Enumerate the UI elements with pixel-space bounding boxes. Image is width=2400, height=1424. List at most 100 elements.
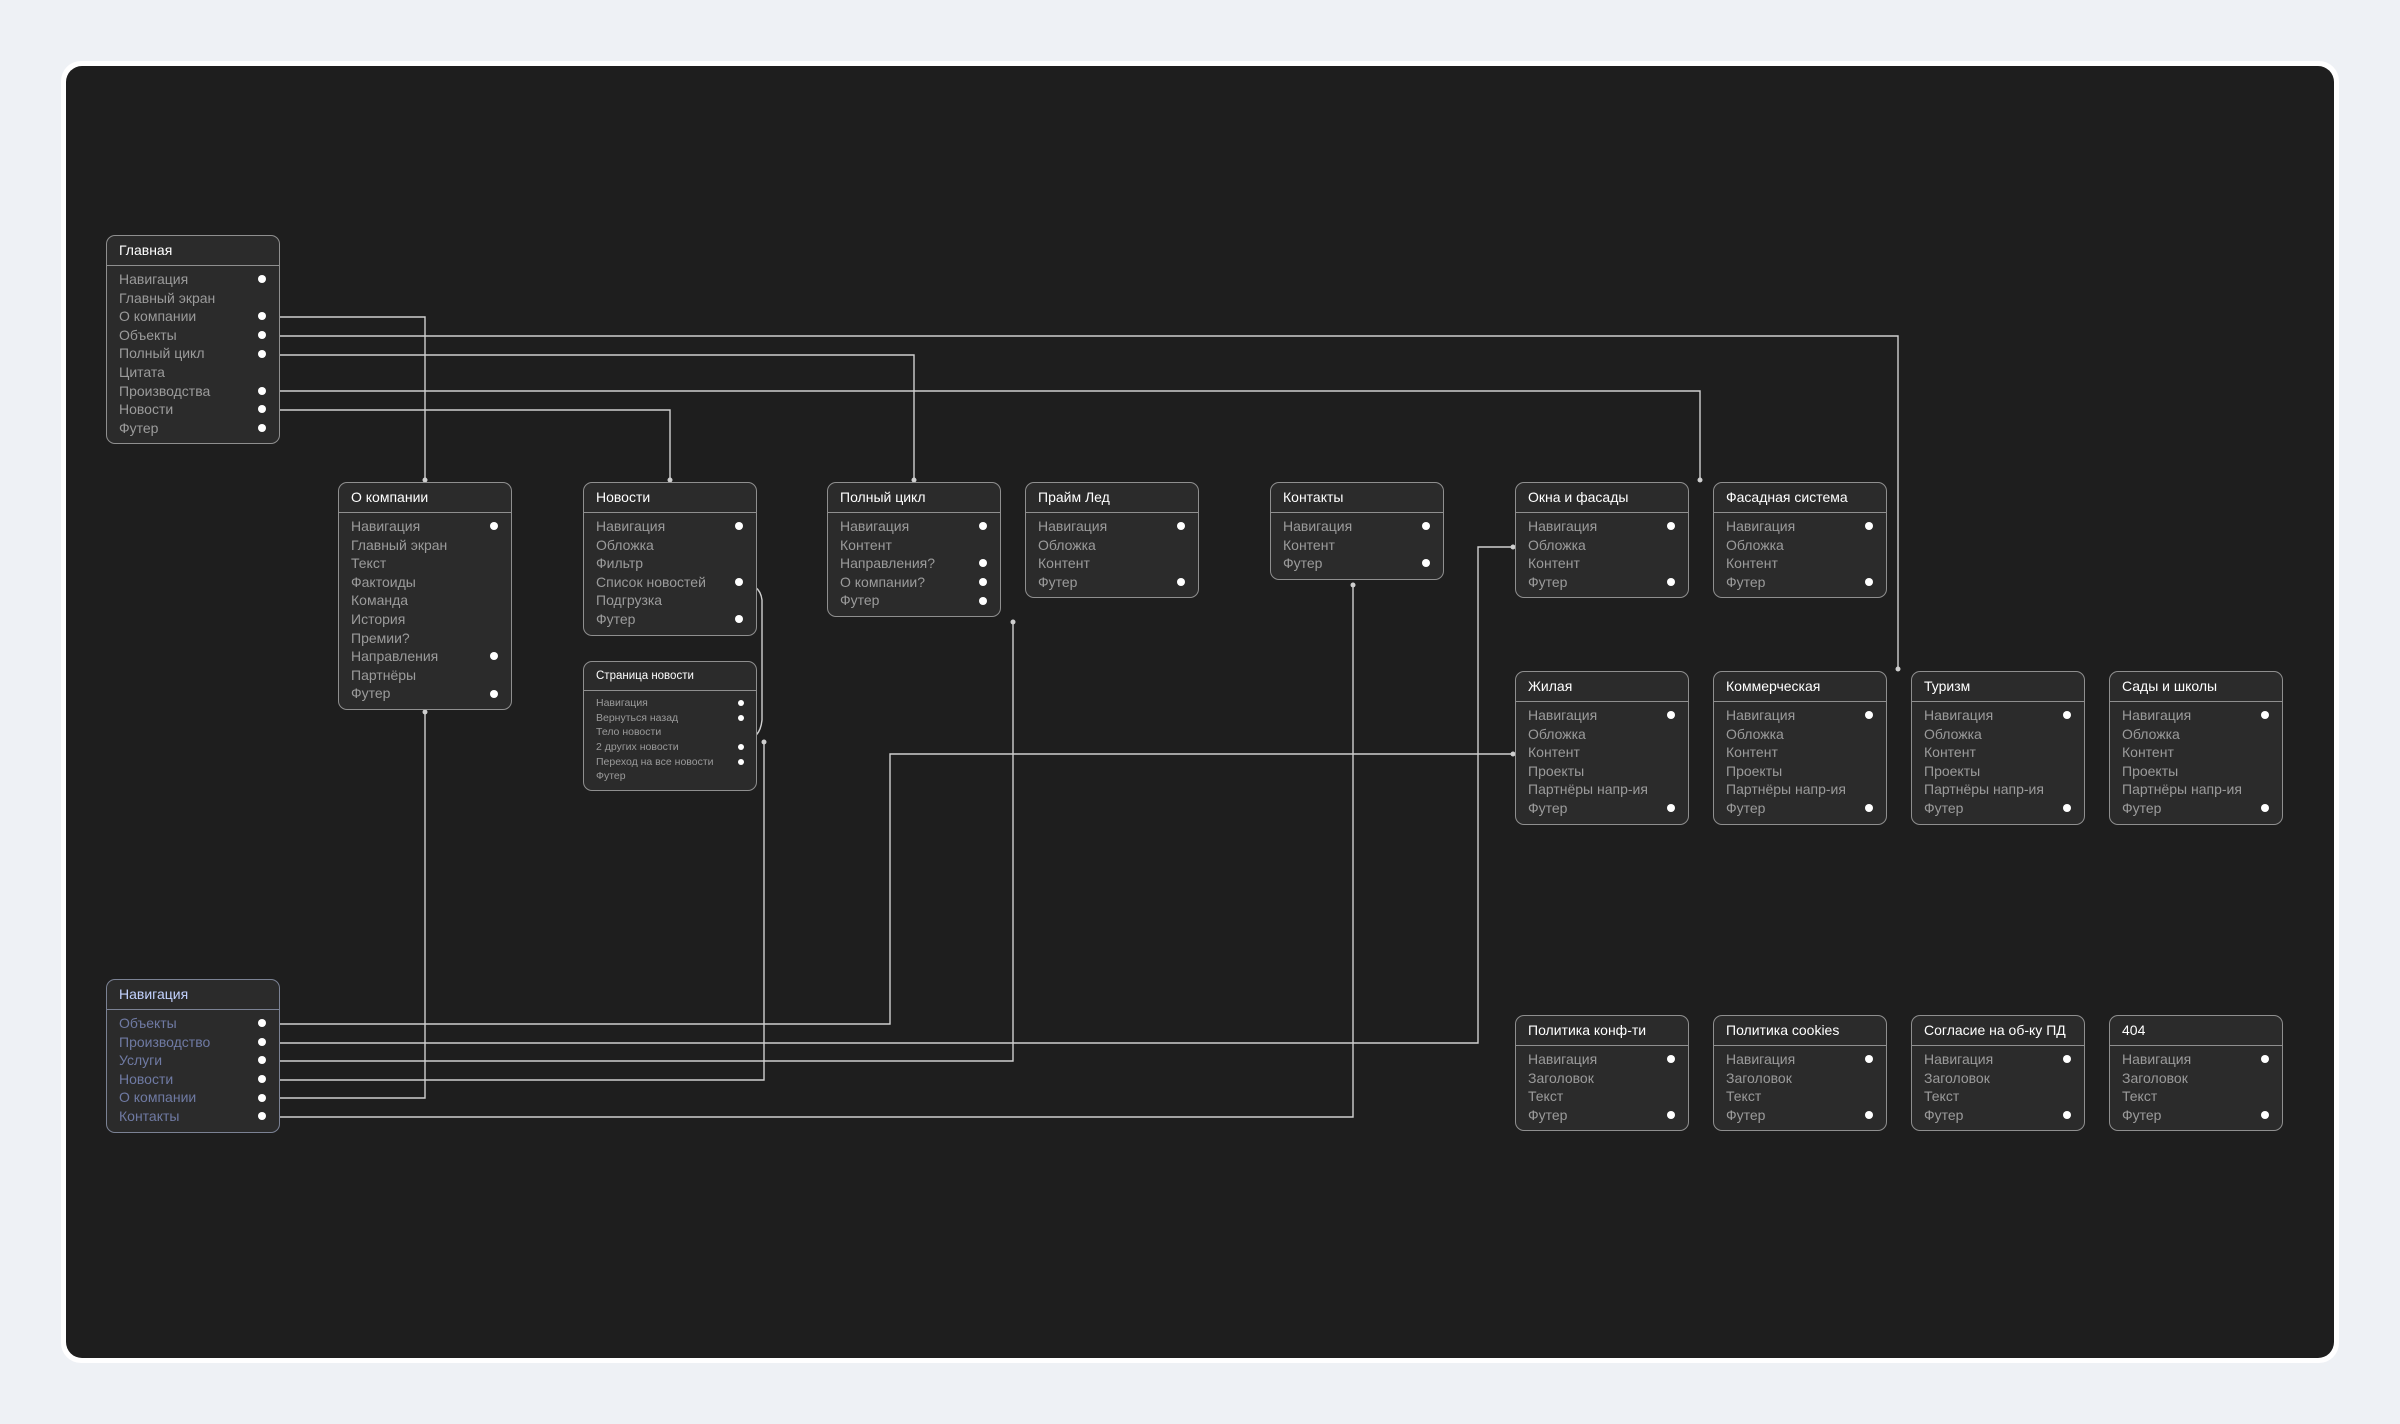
connector-port[interactable] — [735, 615, 743, 624]
connector-port[interactable] — [490, 522, 498, 531]
connector-port[interactable] — [735, 578, 743, 587]
connector-port[interactable] — [2261, 1111, 2269, 1120]
connector-port[interactable] — [258, 1019, 266, 1028]
connector-port[interactable] — [1177, 522, 1185, 531]
connector-port[interactable] — [2063, 1055, 2071, 1064]
node-row: Футер — [1516, 1106, 1688, 1125]
node-row-label: Футер — [1038, 573, 1078, 590]
connector-port[interactable] — [1865, 1055, 1873, 1064]
connector-port[interactable] — [735, 522, 743, 531]
node-row: Контент — [1714, 743, 1886, 762]
connector-port[interactable] — [1865, 522, 1873, 531]
connector-port[interactable] — [258, 1112, 266, 1121]
node-row: Текст — [1912, 1087, 2084, 1106]
connector-port[interactable] — [1865, 804, 1873, 813]
connector-port[interactable] — [979, 578, 987, 587]
connector-port[interactable] — [258, 386, 266, 395]
node-row: Команда — [339, 591, 511, 610]
node-row: История — [339, 610, 511, 629]
connector-port[interactable] — [490, 689, 498, 698]
node-row: Главный экран — [107, 289, 279, 308]
connector-port[interactable] — [258, 1056, 266, 1065]
connector-port[interactable] — [1422, 559, 1430, 568]
connector-port[interactable] — [2063, 711, 2071, 720]
connector-port[interactable] — [1667, 522, 1675, 531]
connector-port[interactable] — [1865, 1111, 1873, 1120]
connector-port[interactable] — [258, 405, 266, 414]
connector-port[interactable] — [738, 744, 744, 751]
node-row-label: Направления — [351, 648, 439, 665]
node-row-label: Навигация — [1726, 707, 1796, 723]
connector-port[interactable] — [258, 1037, 266, 1046]
connector-port[interactable] — [1667, 578, 1675, 587]
connector-port[interactable] — [1667, 1055, 1675, 1064]
node-row: Список новостей — [584, 573, 756, 592]
node-row-label: Контент — [1283, 536, 1335, 553]
connector-port[interactable] — [738, 715, 744, 722]
node-row-label: Текст — [1924, 1088, 1960, 1105]
node-row: Контент — [828, 536, 1000, 555]
node-row: Направления — [339, 647, 511, 666]
connector-port[interactable] — [2261, 1055, 2269, 1064]
connector-port[interactable] — [258, 331, 266, 340]
node-row: Вернуться назад — [584, 711, 756, 726]
connector-port[interactable] — [258, 349, 266, 358]
connector-port[interactable] — [1667, 1111, 1675, 1120]
connector-port[interactable] — [1865, 578, 1873, 587]
connector-port[interactable] — [258, 312, 266, 321]
node-row: Новости — [107, 1070, 279, 1089]
connector-port[interactable] — [258, 1093, 266, 1102]
connector-port[interactable] — [979, 559, 987, 568]
connector-port[interactable] — [1177, 578, 1185, 587]
connector-port[interactable] — [979, 596, 987, 605]
node-title: Страница новости — [584, 662, 756, 691]
connector-port[interactable] — [1422, 522, 1430, 531]
connector-port[interactable] — [2261, 711, 2269, 720]
connector-port[interactable] — [738, 759, 744, 766]
node-row: Обложка — [1026, 536, 1198, 555]
connector-port[interactable] — [979, 522, 987, 531]
connector-port[interactable] — [2063, 1111, 2071, 1120]
node-row: Навигация — [1026, 517, 1198, 536]
connector-port[interactable] — [258, 424, 266, 433]
node-row-label: Футер — [2122, 799, 2162, 816]
node-row: Футер — [2110, 799, 2282, 818]
connector-port[interactable] — [738, 700, 744, 707]
connector-port[interactable] — [1865, 711, 1873, 720]
node-row-label: Тело новости — [596, 726, 662, 739]
connector-port[interactable] — [258, 275, 266, 284]
node-row: Футер — [339, 684, 511, 703]
node-row-label: О компании? — [840, 573, 925, 590]
node-row-label: Текст — [1528, 1088, 1564, 1105]
connector-port[interactable] — [1667, 804, 1675, 813]
connector-port[interactable] — [258, 1075, 266, 1084]
connector-port[interactable] — [2063, 804, 2071, 813]
connector-port[interactable] — [2261, 804, 2269, 813]
node-row: Главный экран — [339, 536, 511, 555]
connector-port[interactable] — [1667, 711, 1675, 720]
node-row-label: Новости — [119, 1070, 174, 1087]
connector-port[interactable] — [490, 652, 498, 661]
